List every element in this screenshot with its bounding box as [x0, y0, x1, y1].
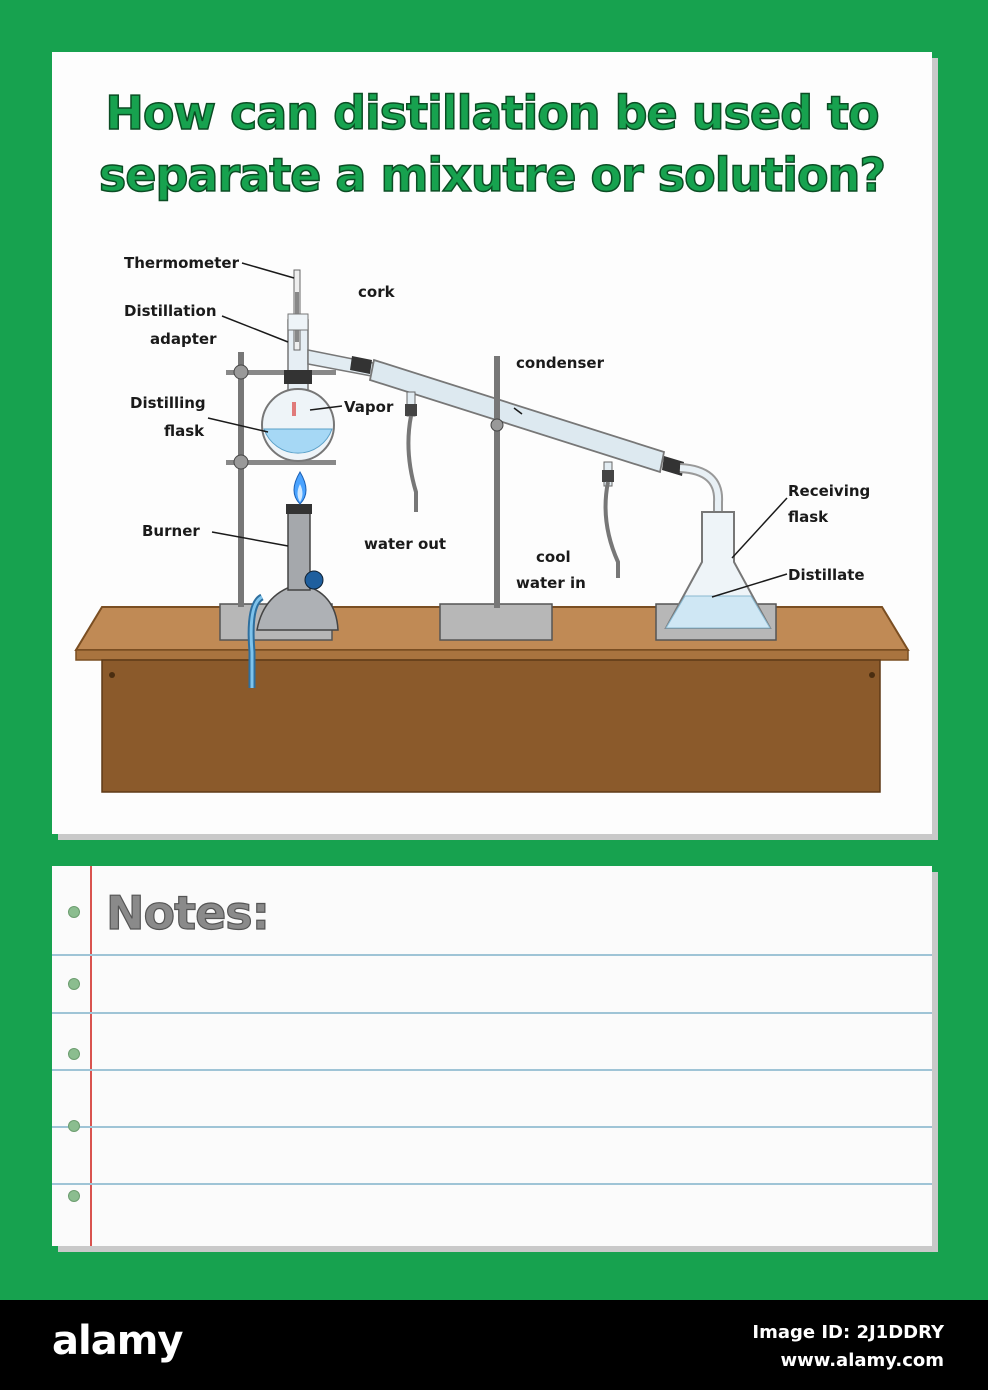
notes-title: Notes:: [105, 885, 270, 940]
label-distillation-adapter-1: Distillation: [124, 302, 217, 320]
label-receiving-flask-1: Receiving: [788, 482, 870, 500]
label-receiving-flask-2: flask: [788, 508, 829, 526]
title-line-2: separate a mixutre or solution?: [98, 147, 887, 203]
brand-logo: alamy: [52, 1318, 183, 1364]
poster-background: How can distillation be used to separate…: [0, 0, 988, 1300]
punch-hole: [68, 1190, 80, 1202]
image-id: Image ID: 2J1DDRY: [752, 1322, 944, 1343]
bunsen-burner: [247, 471, 339, 688]
thermometer: [287, 269, 309, 351]
label-vapor: Vapor: [344, 398, 394, 416]
label-distillate: Distillate: [788, 566, 865, 584]
title-line-1: How can distillation be used to: [105, 85, 881, 141]
punch-hole: [68, 978, 80, 990]
ruled-line: [52, 954, 932, 956]
ruled-line: [52, 1126, 932, 1128]
punch-hole: [68, 906, 80, 918]
stock-footer: [0, 1300, 988, 1390]
distillation-apparatus-diagram: Thermometer cork Distillation adapter co…: [74, 254, 910, 793]
label-burner: Burner: [142, 522, 200, 540]
ruled-line: [52, 1012, 932, 1014]
label-distilling-flask-2: flask: [164, 422, 205, 440]
middle-ring-stand: [439, 356, 553, 641]
receiving-flask: [655, 511, 777, 641]
label-thermometer: Thermometer: [124, 254, 240, 272]
leader-lines: [207, 262, 788, 598]
label-cool-water-1: cool: [536, 548, 571, 566]
margin-line: [90, 866, 92, 1246]
label-distilling-flask-1: Distilling: [130, 394, 206, 412]
condenser: [307, 349, 724, 578]
punch-hole: [68, 1120, 80, 1132]
site-url: www.alamy.com: [780, 1350, 944, 1371]
label-cork: cork: [358, 283, 396, 301]
label-condenser: condenser: [516, 354, 605, 372]
diagram-card: How can distillation be used to separate…: [52, 52, 932, 834]
label-cool-water-2: water in: [516, 574, 586, 592]
punch-hole: [68, 1048, 80, 1060]
ruled-line: [52, 1069, 932, 1071]
label-distillation-adapter-2: adapter: [150, 330, 217, 348]
ruled-line: [52, 1183, 932, 1185]
label-water-out: water out: [364, 535, 446, 553]
notes-card: Notes:: [52, 866, 932, 1246]
